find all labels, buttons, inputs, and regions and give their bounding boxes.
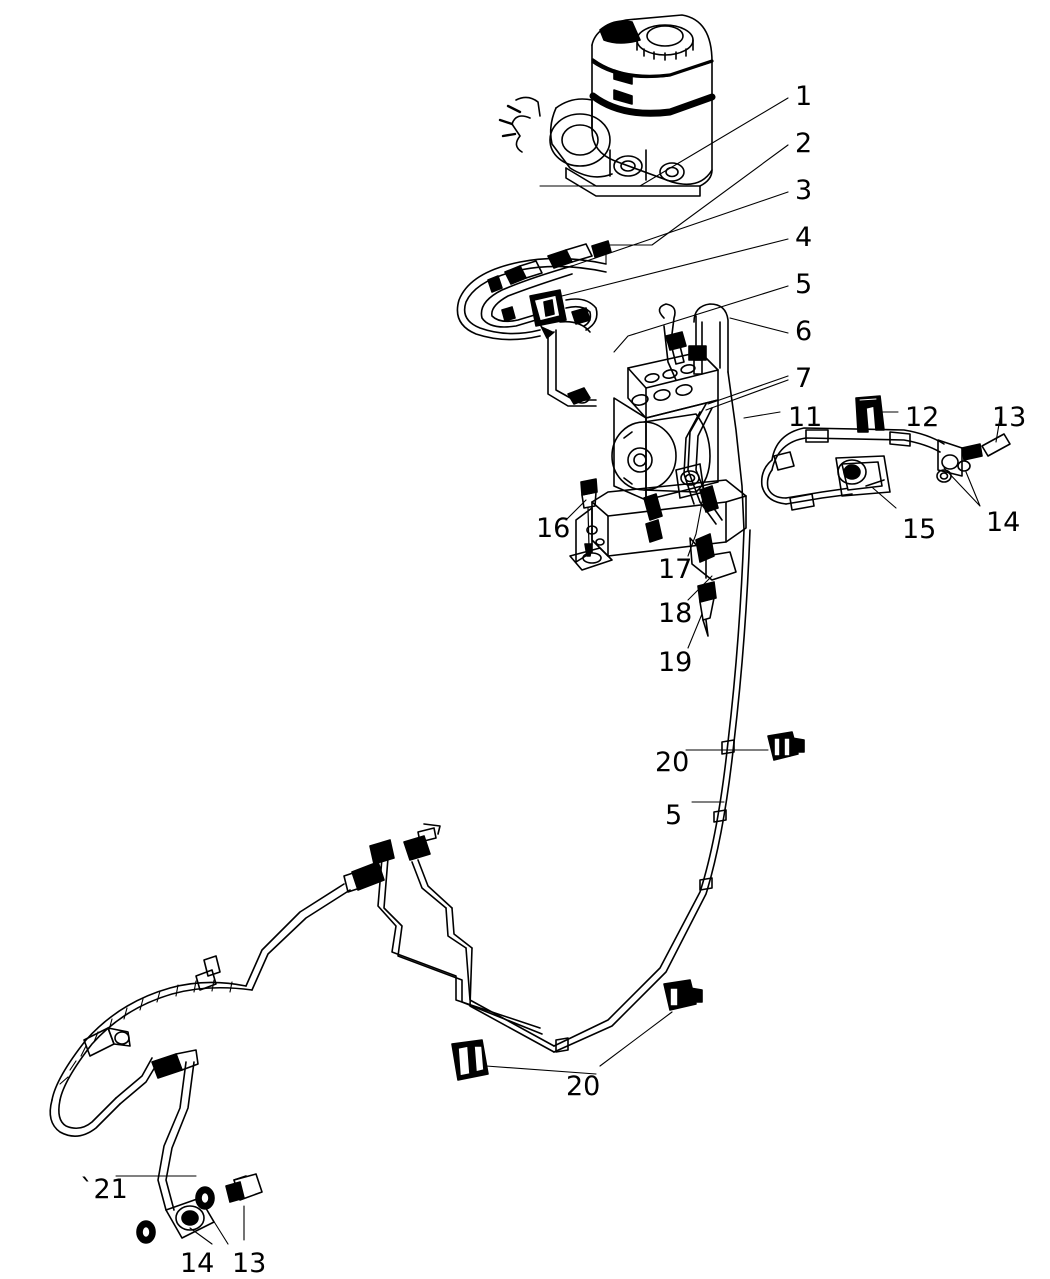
abs-hydraulic-control-unit [569,351,747,581]
leader-lines-top [539,97,789,411]
callout-14-lower: 14 [180,1248,215,1279]
callout-1: 1 [795,81,813,112]
callout-18: 18 [658,598,693,629]
rear-brake-tube-second [245,839,543,1035]
callout-21: `21 [80,1174,128,1205]
callout-15: 15 [902,514,937,545]
brake-hose-assembly-right [760,427,1011,511]
master-cylinder-assembly [498,14,716,197]
callout-14: 14 [986,507,1021,538]
callout-5-lower: 5 [665,800,683,831]
callout-11: 11 [788,402,823,433]
rear-brake-tube-long [403,529,751,1053]
tube-retainer-clips [451,731,805,1081]
callout-19: 19 [658,647,693,678]
brake-hose-assembly-left [49,955,263,1244]
isolator-and-nut [697,581,717,637]
callout-7: 7 [795,363,813,394]
callout-6: 6 [795,316,813,347]
callout-3: 3 [795,175,813,206]
front-brake-tubes [456,240,612,407]
retaining-clip-12 [855,395,885,433]
callout-2: 2 [795,128,813,159]
callout-20-lower: 20 [566,1071,601,1102]
callout-17: 17 [658,554,693,585]
callout-13: 13 [992,402,1027,433]
callout-5: 5 [795,269,813,300]
callout-4: 4 [795,222,813,253]
hcu-brake-tubes [658,303,745,531]
mounting-bolt-16 [580,478,598,557]
callout-16: 16 [536,513,571,544]
callout-20-upper: 20 [655,747,690,778]
callout-12: 12 [905,402,940,433]
callout-13-lower: 13 [232,1248,267,1279]
